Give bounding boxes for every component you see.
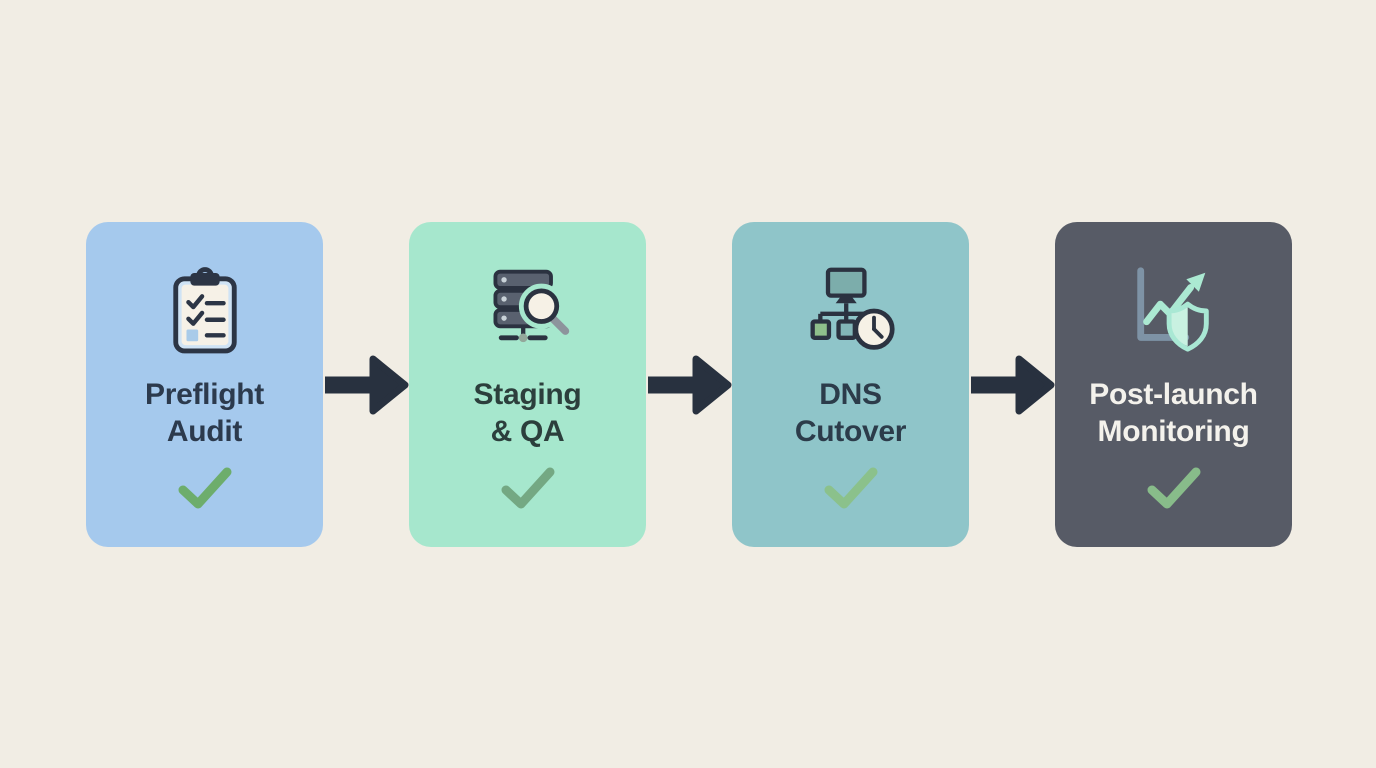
step-card-preflight-audit: Preflight Audit — [86, 222, 323, 547]
network-tree-clock-icon — [801, 260, 901, 360]
clipboard-checklist-icon — [166, 260, 244, 360]
step-title-line: Preflight — [145, 378, 264, 411]
step-title: Staging & QA — [474, 376, 582, 450]
step-card-post-launch-monitoring: Post-launch Monitoring — [1055, 222, 1292, 547]
flow-arrow-icon — [646, 346, 732, 424]
step-title-line: Audit — [166, 415, 243, 448]
checkmark-icon — [823, 464, 879, 510]
step-title-line: DNS — [819, 378, 882, 411]
step-card-staging-qa: Staging & QA — [409, 222, 646, 547]
step-title-line: & QA — [490, 415, 565, 448]
flow-row: Preflight Audit — [86, 222, 1292, 547]
chart-shield-icon — [1126, 260, 1222, 360]
step-title: Preflight Audit — [145, 376, 264, 450]
checkmark-icon — [1146, 464, 1202, 510]
step-title-line: Monitoring — [1097, 415, 1250, 448]
step-title: DNS Cutover — [794, 376, 907, 450]
step-title-line: Staging — [473, 378, 582, 411]
step-card-dns-cutover: DNS Cutover — [732, 222, 969, 547]
step-title: Post-launch Monitoring — [1089, 376, 1258, 450]
step-title-line: Post-launch — [1089, 378, 1258, 411]
checkmark-icon — [177, 464, 233, 510]
step-title-line: Cutover — [794, 415, 907, 448]
checkmark-icon — [500, 464, 556, 510]
server-magnifier-icon — [480, 260, 576, 360]
flow-arrow-icon — [969, 346, 1055, 424]
flow-arrow-icon — [323, 346, 409, 424]
